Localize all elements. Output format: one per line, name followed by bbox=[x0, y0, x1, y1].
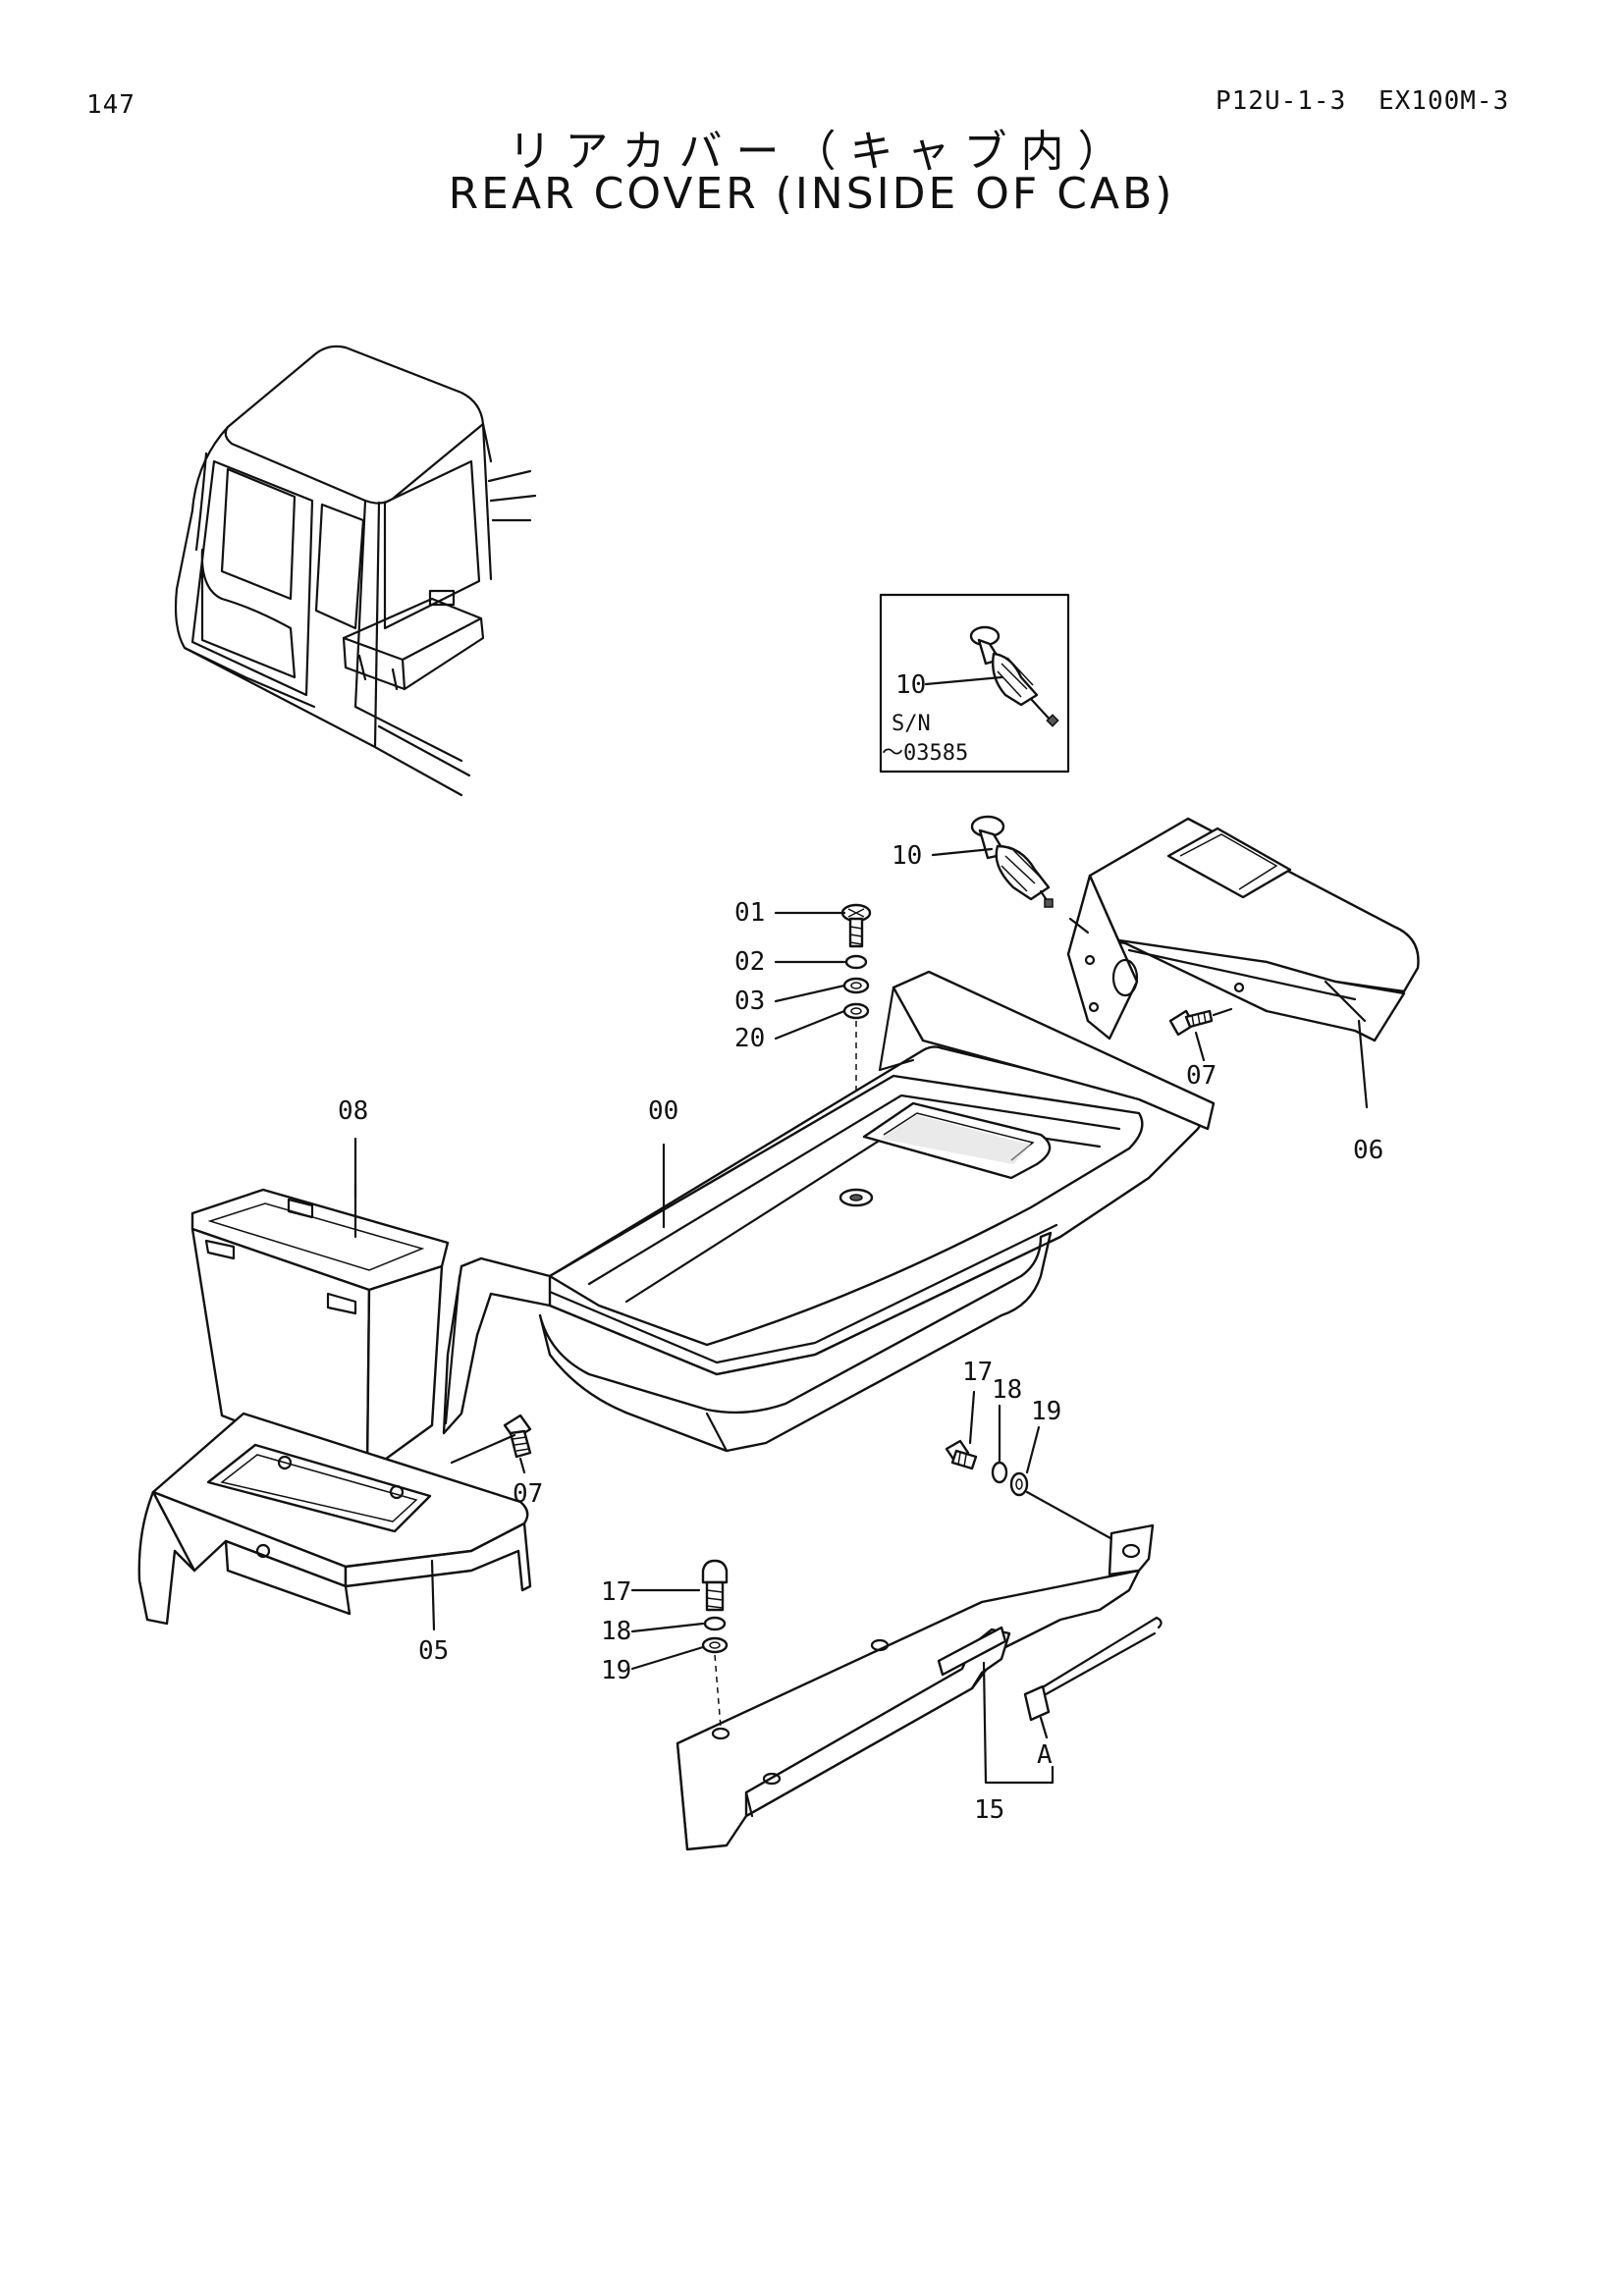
part-08-storage-box: 08 bbox=[190, 1096, 450, 1474]
part-05-left-support: 05 bbox=[137, 1412, 532, 1666]
callout-19-left: 19 bbox=[601, 1656, 631, 1685]
callout-20: 20 bbox=[734, 1024, 765, 1053]
part-10-plug: 10 bbox=[892, 815, 1054, 908]
callout-18-left: 18 bbox=[601, 1617, 631, 1646]
callout-17-left: 17 bbox=[601, 1577, 631, 1607]
callout-03: 03 bbox=[734, 987, 765, 1016]
callout-01: 01 bbox=[734, 898, 765, 928]
inset-frame bbox=[879, 593, 1070, 774]
part-06-right-cover: 06 bbox=[1066, 817, 1420, 1165]
serial-number-inset: 10 S/N ～03585 bbox=[879, 593, 1070, 774]
callout-07-upper: 07 bbox=[1186, 1061, 1217, 1091]
callout-18-right: 18 bbox=[992, 1375, 1022, 1405]
fastener-set-right: 17 18 19 bbox=[945, 1358, 1121, 1545]
callout-19-right: 19 bbox=[1031, 1397, 1061, 1426]
section-code: P12U-1-3 bbox=[1216, 86, 1347, 116]
part-00-rear-cover-tray: 00 bbox=[442, 970, 1216, 1453]
callout-08: 08 bbox=[338, 1096, 368, 1126]
inset-sn-label: S/N bbox=[892, 712, 931, 736]
title-japanese: リアカバー（キャブ内） bbox=[508, 127, 1135, 177]
part-15-bottom-plate: A 15 bbox=[676, 1523, 1163, 1851]
callout-05: 05 bbox=[418, 1636, 449, 1666]
callout-17-right: 17 bbox=[962, 1358, 993, 1387]
page-number: 147 bbox=[86, 90, 135, 120]
callout-10: 10 bbox=[892, 841, 922, 871]
callout-00: 00 bbox=[648, 1096, 678, 1126]
cab-overview-illustration bbox=[174, 345, 537, 797]
callout-A: A bbox=[1037, 1740, 1053, 1770]
inset-sn-range: ～03585 bbox=[882, 741, 968, 766]
title-english: REAR COVER (INSIDE OF CAB) bbox=[448, 169, 1175, 219]
fastener-set-left: 17 18 19 bbox=[601, 1559, 729, 1729]
callout-06: 06 bbox=[1353, 1136, 1383, 1165]
callout-15: 15 bbox=[974, 1795, 1004, 1825]
part-07-lower-screw: 07 bbox=[450, 1414, 543, 1509]
inset-part-label: 10 bbox=[895, 670, 926, 700]
model-code: EX100M-3 bbox=[1379, 86, 1510, 116]
callout-02: 02 bbox=[734, 947, 765, 977]
part-07-upper-screw: 07 bbox=[1168, 1007, 1233, 1091]
